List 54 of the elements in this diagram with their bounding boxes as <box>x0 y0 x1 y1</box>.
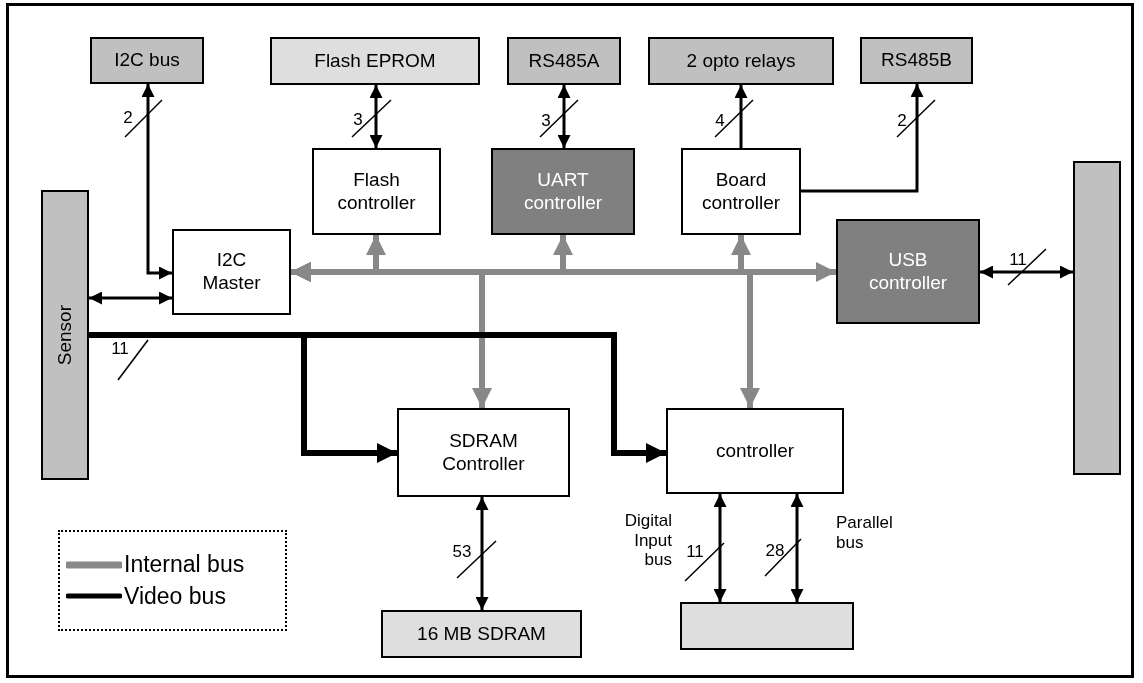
block-label: RS485B <box>880 49 953 72</box>
arrow <box>734 85 748 148</box>
block-label: UART controller <box>522 168 604 215</box>
block-box <box>666 408 844 494</box>
block-label: 2 opto relays <box>685 49 797 73</box>
arrow <box>801 84 924 193</box>
block-box <box>648 37 834 85</box>
block-label: USB controller <box>867 248 949 295</box>
block-box <box>90 37 204 84</box>
block-box <box>270 37 480 85</box>
legend-label: Internal bus <box>124 550 245 579</box>
block-box <box>312 148 441 235</box>
arrow <box>790 494 804 602</box>
block-box <box>491 148 635 235</box>
edge-label: 2 <box>123 108 133 126</box>
bus-name-label: Parallel bus <box>836 513 894 553</box>
block-box <box>836 219 980 324</box>
block-box <box>681 148 801 235</box>
edge-label: 11 <box>111 339 129 357</box>
edge-label: 11 <box>1009 250 1027 268</box>
arrow <box>369 85 383 148</box>
edge-label: 2 <box>897 111 907 129</box>
edge-label: 11 <box>686 542 704 560</box>
legend-label: Video bus <box>124 582 226 611</box>
block-label: Board controller <box>700 168 782 215</box>
arrow <box>713 494 727 602</box>
arrow <box>141 84 172 280</box>
block-label: I2C Master <box>201 249 262 295</box>
block-label: RS485A <box>527 49 601 73</box>
block-box <box>680 602 854 650</box>
edge-label: 28 <box>765 541 785 559</box>
block-box <box>381 610 582 658</box>
block-label: Sensor <box>53 303 76 368</box>
block-label: SDRAM Controller <box>441 429 526 476</box>
block-label: 16 MB SDRAM <box>416 622 547 646</box>
arrow <box>557 85 571 148</box>
block-label: controller <box>714 439 796 463</box>
edge-label: 3 <box>541 111 551 129</box>
block-box <box>860 37 973 84</box>
edge-label: 3 <box>353 110 363 128</box>
block-box <box>507 37 621 85</box>
block-box <box>1073 161 1121 475</box>
block-box <box>397 408 570 497</box>
block-box <box>172 229 291 315</box>
block-label: Flash controller <box>336 168 417 215</box>
block-label: Flash EPROM <box>313 49 437 73</box>
block-box <box>41 190 89 480</box>
block-label: I2C bus <box>113 49 181 72</box>
bus-name-label: Digital Input bus <box>623 511 672 570</box>
arrow <box>475 497 489 610</box>
arrow <box>89 291 172 305</box>
edge-label: 53 <box>452 542 472 560</box>
edge-label: 4 <box>715 111 725 129</box>
arrow <box>980 265 1073 279</box>
